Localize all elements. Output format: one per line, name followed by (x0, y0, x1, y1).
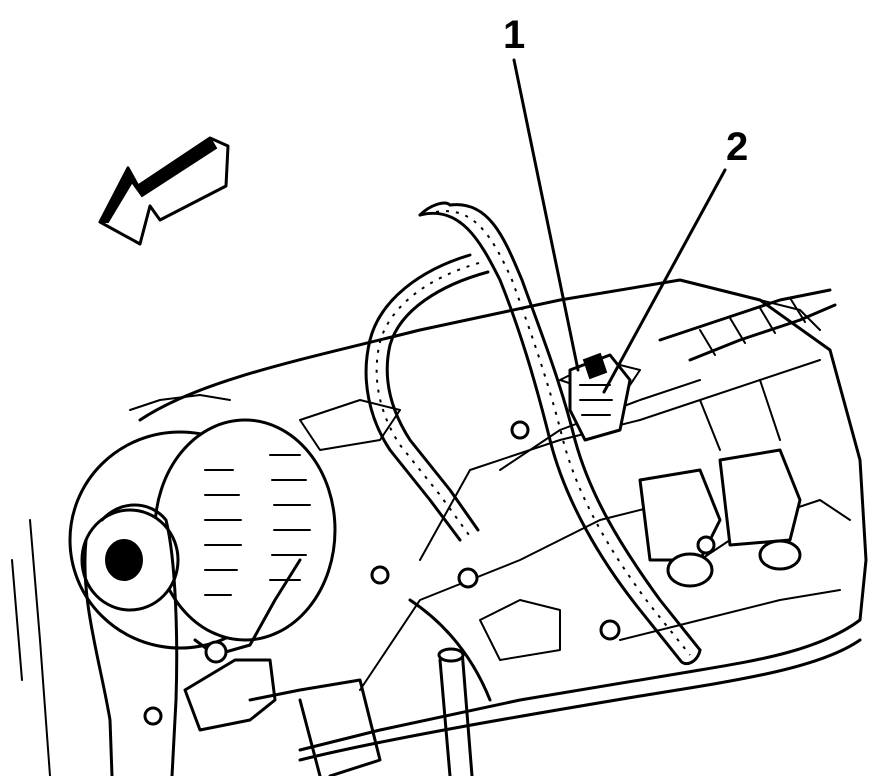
alternator-bracket (143, 658, 382, 776)
alternator (68, 418, 337, 664)
coolant-pipe (408, 598, 492, 776)
wiring-harness-conduit (418, 201, 702, 666)
mounting-bolts (370, 420, 716, 641)
callout-2: 2 (602, 125, 748, 394)
callout-1: 1 (503, 13, 580, 372)
electrical-connector (568, 352, 632, 442)
callout-label-2: 2 (726, 125, 748, 169)
front-direction-arrow-icon (98, 136, 230, 246)
drive-belt (11, 503, 179, 776)
secondary-harness (364, 253, 490, 542)
callout-label-1: 1 (503, 13, 525, 57)
fuel-rail-components (638, 288, 837, 588)
